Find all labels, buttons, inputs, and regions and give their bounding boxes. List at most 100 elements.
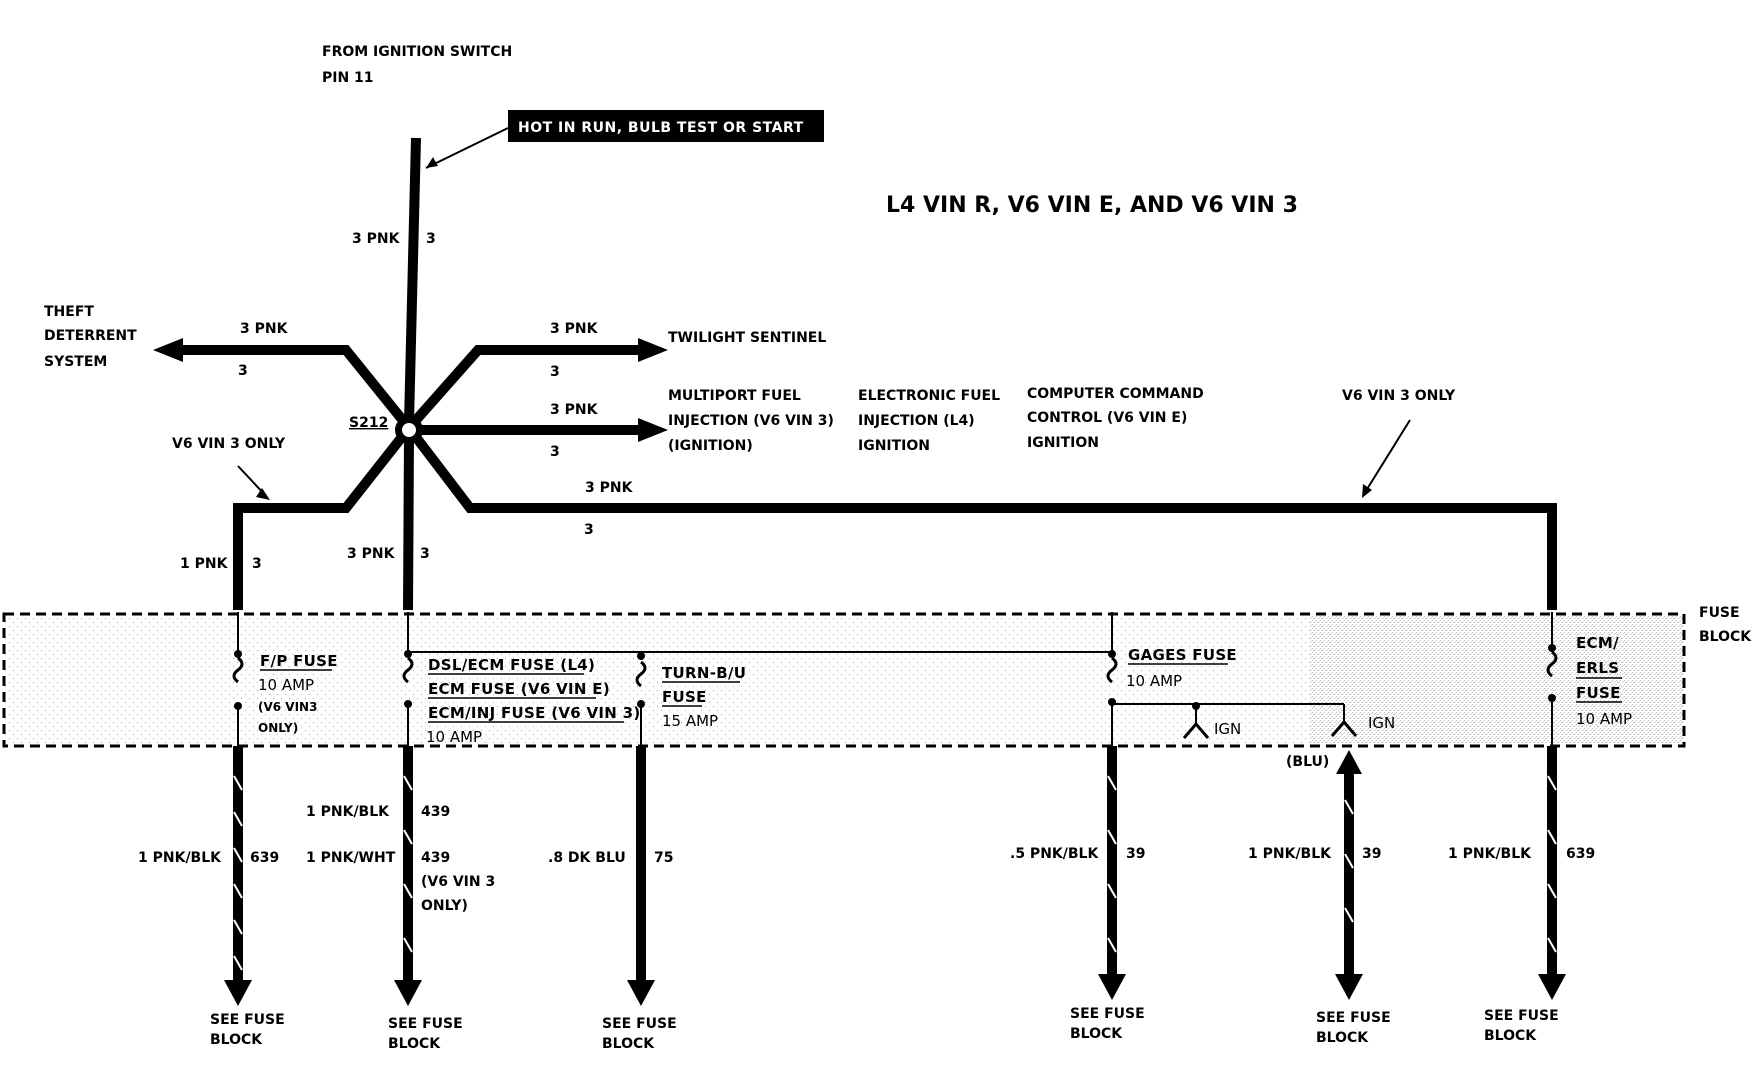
- theft-label-3: SYSTEM: [44, 354, 107, 370]
- output-3-name: .8 DK BLU: [548, 850, 626, 866]
- ecm-fuse-name-1: DSL/ECM FUSE (L4): [428, 656, 595, 674]
- mpfi-wire-num: 3: [550, 444, 560, 460]
- output-6-num: 639: [1566, 846, 1595, 862]
- hot-in-run-callout: HOT IN RUN, BULB TEST OR START: [425, 110, 824, 169]
- ign-connector-right: [1330, 704, 1358, 737]
- turn-bu-fuse-name-1: TURN-B/U: [662, 664, 746, 682]
- output-5-see-1: SEE FUSE: [1316, 1010, 1391, 1026]
- splice-label: S212: [349, 415, 388, 431]
- output-5-color: (BLU): [1286, 754, 1329, 770]
- mpfi-label-3: (IGNITION): [668, 438, 753, 454]
- v6-only-right-label: V6 VIN 3 ONLY: [1342, 388, 1456, 404]
- output-3-num: 75: [654, 850, 673, 866]
- output-4-name: .5 PNK/BLK: [1010, 846, 1099, 862]
- output-5-name: 1 PNK/BLK: [1248, 846, 1332, 862]
- output-wire-39-left: [1098, 746, 1126, 1000]
- output-2-note-1: (V6 VIN 3: [421, 874, 495, 890]
- output-1-name: 1 PNK/BLK: [138, 850, 222, 866]
- output-2-num-a: 439: [421, 804, 450, 820]
- twilight-sentinel-wire: [405, 345, 640, 432]
- output-wire-75: [627, 746, 655, 1006]
- main-top-wire-num: 3: [426, 231, 436, 247]
- mpfi-arrow: [638, 418, 668, 442]
- fuse-block-label-1: FUSE: [1699, 605, 1740, 621]
- gages-fuse-symbol: [1106, 612, 1118, 746]
- fp-feed-wire: [233, 424, 413, 610]
- main-feed-wire: [404, 137, 421, 423]
- output-2-name-a: 1 PNK/BLK: [306, 804, 390, 820]
- output-6-see-2: BLOCK: [1484, 1028, 1537, 1044]
- output-4-see-2: BLOCK: [1070, 1026, 1123, 1042]
- turn-bu-fuse-rating: 15 AMP: [662, 712, 718, 730]
- gages-fuse-rating: 10 AMP: [1126, 672, 1182, 690]
- diagram-title: L4 VIN R, V6 VIN E, AND V6 VIN 3: [886, 193, 1298, 218]
- v6-only-right-pointer: [1363, 419, 1411, 495]
- output-2-see-1: SEE FUSE: [388, 1016, 463, 1032]
- theft-label-1: THEFT: [44, 304, 94, 320]
- efi-label-3: IGNITION: [858, 438, 930, 454]
- output-1-num: 639: [250, 850, 279, 866]
- output-6-see-1: SEE FUSE: [1484, 1008, 1559, 1024]
- main-top-wire-name: 3 PNK: [352, 231, 401, 247]
- turn-bu-fuse-name-2: FUSE: [662, 688, 707, 706]
- output-wire-639-left: [224, 746, 252, 1006]
- ecm-wire-num: 3: [584, 522, 594, 538]
- twilight-arrow: [638, 338, 668, 362]
- main-low-wire-name: 3 PNK: [347, 546, 396, 562]
- fp-fuse-note-1: (V6 VIN3: [258, 700, 317, 714]
- twilight-label: TWILIGHT SENTINEL: [668, 330, 826, 346]
- twilight-wire-num: 3: [550, 364, 560, 380]
- ecm-erls-fuse-name-2: ERLS: [1576, 659, 1619, 677]
- output-6-name: 1 PNK/BLK: [1448, 846, 1532, 862]
- ecm-fuse-symbol: [402, 612, 414, 746]
- ign-connector-left: [1182, 702, 1210, 739]
- output-4-see-1: SEE FUSE: [1070, 1006, 1145, 1022]
- ecm-erls-fuse-name-1: ECM/: [1576, 634, 1619, 652]
- theft-wire-name: 3 PNK: [240, 321, 289, 337]
- fp-fuse-rating: 10 AMP: [258, 676, 314, 694]
- svg-text:HOT IN RUN, BULB TEST OR START: HOT IN RUN, BULB TEST OR START: [518, 120, 804, 136]
- theft-arrow: [153, 338, 183, 362]
- output-3-see-2: BLOCK: [602, 1036, 655, 1052]
- ecm-erls-fuse-name-3: FUSE: [1576, 684, 1621, 702]
- output-1-see-1: SEE FUSE: [210, 1012, 285, 1028]
- source-label-line1: FROM IGNITION SWITCH: [322, 44, 512, 60]
- mpfi-label-1: MULTIPORT FUEL: [668, 388, 801, 404]
- ign-right-label: IGN: [1368, 714, 1395, 732]
- output-2-name-b: 1 PNK/WHT: [306, 850, 396, 866]
- twilight-wire-name: 3 PNK: [550, 321, 599, 337]
- mpfi-wire-name: 3 PNK: [550, 402, 599, 418]
- fp-fuse-symbol: [232, 612, 244, 746]
- ecm-fuse-rating: 10 AMP: [426, 728, 482, 746]
- turn-bu-fuse-symbol: [635, 652, 647, 746]
- fuse-block: [2, 612, 1686, 748]
- output-2-note-2: ONLY): [421, 898, 468, 914]
- gages-fuse-name: GAGES FUSE: [1128, 646, 1237, 664]
- output-wire-39-right: [1335, 750, 1363, 1000]
- ecm-fuse-name-3: ECM/INJ FUSE (V6 VIN 3): [428, 704, 641, 722]
- efi-label-2: INJECTION (L4): [858, 413, 975, 429]
- output-5-num: 39: [1362, 846, 1381, 862]
- theft-label-2: DETERRENT: [44, 328, 137, 344]
- ccc-label-1: COMPUTER COMMAND: [1027, 386, 1204, 402]
- ecm-erls-fuse-rating: 10 AMP: [1576, 710, 1632, 728]
- output-4-num: 39: [1126, 846, 1145, 862]
- ccc-label-2: CONTROL (V6 VIN E): [1027, 410, 1187, 426]
- v6-only-left-label: V6 VIN 3 ONLY: [172, 436, 286, 452]
- fp-fuse-note-2: ONLY): [258, 721, 298, 735]
- theft-deterrent-wire: [175, 345, 413, 432]
- output-wire-639-right: [1538, 746, 1566, 1000]
- output-1-see-2: BLOCK: [210, 1032, 263, 1048]
- fp-wire-num: 3: [252, 556, 262, 572]
- source-label-line2: PIN 11: [322, 70, 374, 86]
- output-2-num-b: 439: [421, 850, 450, 866]
- main-lower-wire: [403, 433, 414, 611]
- main-low-wire-num: 3: [420, 546, 430, 562]
- fuse-block-label-2: BLOCK: [1699, 629, 1752, 645]
- fp-fuse-name: F/P FUSE: [260, 652, 338, 670]
- ecm-fuse-name-2: ECM FUSE (V6 VIN E): [428, 680, 610, 698]
- ccc-label-3: IGNITION: [1027, 435, 1099, 451]
- fp-wire-name: 1 PNK: [180, 556, 229, 572]
- output-5-see-2: BLOCK: [1316, 1030, 1369, 1046]
